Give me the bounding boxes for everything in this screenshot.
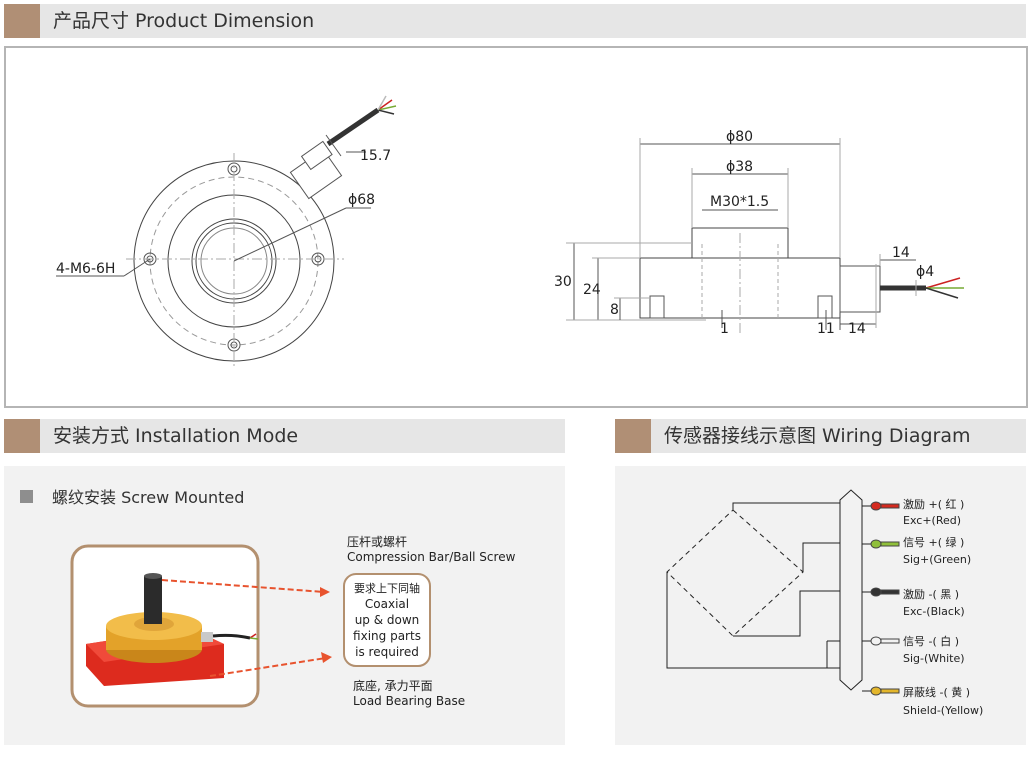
wire-sig-minus-cn: 信号 -( 白 ) (903, 634, 959, 648)
dim-15-7: 15.7 (360, 148, 391, 164)
dim-d38: ϕ38 (726, 159, 753, 175)
dimension-drawing-panel: ϕ68 15.7 4-M6-6H ϕ80 ϕ38 M30*1.5 30 24 8… (4, 46, 1028, 408)
installation-illustration: 螺纹安装 Screw Mounted 要求上下同轴 Coaxial up & d… (20, 488, 516, 708)
dim-holes: 4-M6-6H (56, 261, 115, 277)
dim-14-bottom: 14 (848, 321, 866, 337)
section-title: 安装方式 Installation Mode (53, 425, 299, 447)
header-accent-square (4, 419, 40, 453)
dim-thread: M30*1.5 (710, 194, 769, 210)
header-accent-square (4, 4, 40, 38)
bar-label-cn: 压杆或螺杆 (347, 535, 407, 549)
dimension-drawing: ϕ68 15.7 4-M6-6H ϕ80 ϕ38 M30*1.5 30 24 8… (56, 95, 964, 368)
wire-exc-plus-cn: 激励 +( 红 ) (903, 497, 964, 511)
dim-d4: ϕ4 (916, 264, 934, 280)
terminal-exc-minus (870, 587, 882, 597)
wire-sig-plus-cn: 信号 +( 绿 ) (903, 535, 964, 549)
installation-panel: 螺纹安装 Screw Mounted 要求上下同轴 Coaxial up & d… (4, 466, 565, 745)
dim-14-top: 14 (892, 245, 910, 261)
bar-label-en: Compression Bar/Ball Screw (347, 550, 516, 564)
wire-sig-plus-en: Sig+(Green) (903, 553, 971, 566)
terminal-sig-minus (870, 636, 882, 646)
terminal-shield (870, 686, 882, 696)
wiring-panel: 激励 +( 红 ) Exc+(Red) 信号 +( 绿 ) Sig+(Green… (615, 466, 1026, 745)
section-header-product-dimension: 产品尺寸 Product Dimension (4, 4, 1026, 38)
note-line4: is required (355, 645, 419, 659)
terminal-sig-plus (870, 539, 882, 549)
dim-8: 8 (610, 302, 619, 318)
dim-24: 24 (583, 282, 601, 298)
note-line2: up & down (355, 613, 420, 627)
note-line3: fixing parts (353, 629, 421, 643)
dim-30: 30 (554, 274, 572, 290)
wire-sig-minus-en: Sig-(White) (903, 652, 965, 665)
install-subtitle: 螺纹安装 Screw Mounted (52, 488, 244, 507)
dim-d80: ϕ80 (726, 129, 753, 145)
section-header-installation-mode: 安装方式 Installation Mode (4, 419, 565, 453)
base-label-cn: 底座, 承力平面 (353, 678, 433, 693)
wire-shield-cn: 屏蔽线 -( 黄 ) (903, 685, 970, 699)
wire-exc-minus-en: Exc-(Black) (903, 605, 965, 618)
section-header-wiring-diagram: 传感器接线示意图 Wiring Diagram (615, 419, 1026, 453)
section-title: 传感器接线示意图 Wiring Diagram (664, 425, 971, 447)
wiring-diagram: 激励 +( 红 ) Exc+(Red) 信号 +( 绿 ) Sig+(Green… (666, 489, 983, 717)
section-title: 产品尺寸 Product Dimension (53, 10, 315, 32)
note-line1: Coaxial (365, 597, 409, 611)
terminal-exc-plus (870, 501, 882, 511)
wire-shield-en: Shield-(Yellow) (903, 704, 983, 717)
wire-exc-minus-cn: 激励 -( 黑 ) (903, 587, 959, 601)
wire-exc-plus-en: Exc+(Red) (903, 514, 961, 527)
dim-11: 11 (817, 321, 835, 337)
dim-1: 1 (720, 321, 729, 337)
dim-d68: ϕ68 (348, 192, 375, 208)
base-label-en: Load Bearing Base (353, 694, 465, 708)
header-accent-square (615, 419, 651, 453)
note-cn: 要求上下同轴 (354, 581, 420, 595)
